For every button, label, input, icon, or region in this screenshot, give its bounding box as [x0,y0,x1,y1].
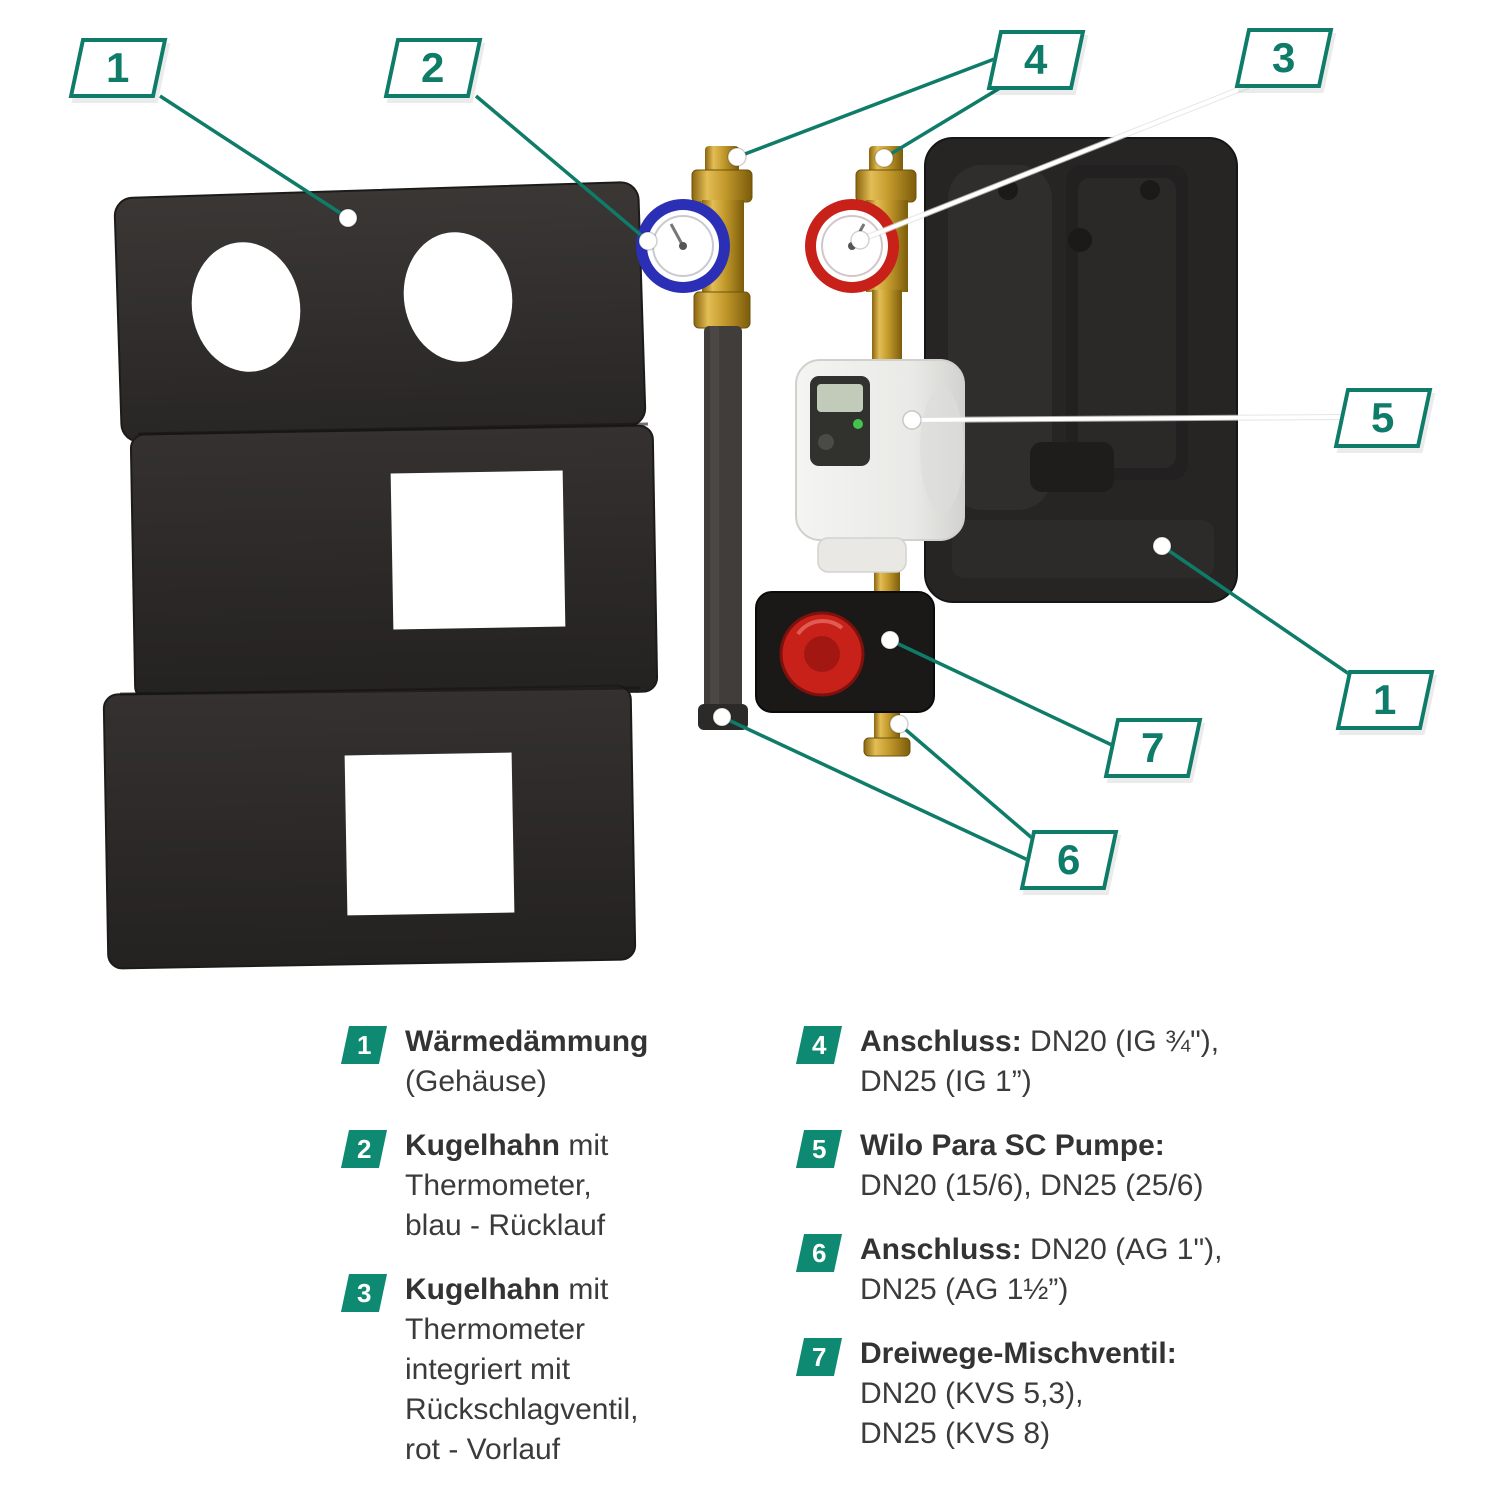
callout-number: 5 [1371,394,1395,441]
callout-number: 1 [106,44,130,91]
legend-column-left: 1 Wärmedämmung (Gehäuse) 2 Kugelhahn mit… [340,1022,765,1494]
insulation-back [924,137,1238,603]
callout-number: 6 [1057,836,1081,883]
product-illustration [102,56,1353,970]
pump [795,359,965,573]
legend-item-6: 6 Anschluss: DN20 (AG 1"), DN25 (AG 1½”) [795,1230,1360,1310]
legend-marker-2: 2 [340,1130,388,1168]
thermometer-blue [636,199,730,293]
legend-text-4: Anschluss: DN20 (IG ¾"), DN25 (IG 1”) [860,1025,1220,1098]
callout-box-7: 7 [1103,718,1203,778]
legend-marker-4: 4 [795,1026,843,1064]
return-pipe-assembly [691,146,753,730]
callout-number: 7 [1141,724,1165,771]
legend: 1 Wärmedämmung (Gehäuse) 2 Kugelhahn mit… [0,1022,1500,1500]
callout-box-5: 5 [1333,388,1433,448]
legend-column-right: 4 Anschluss: DN20 (IG ¾"), DN25 (IG 1”) … [795,1022,1360,1478]
legend-text-7: Dreiwege-Mischventil: DN20 (KVS 5,3), DN… [860,1337,1177,1450]
insulation-front [102,181,659,970]
legend-item-4: 4 Anschluss: DN20 (IG ¾"), DN25 (IG 1”) [795,1022,1360,1102]
callout-number: 1 [1373,676,1397,723]
callout-dots [338,147,1172,734]
callout-number: 3 [1272,34,1296,81]
legend-marker-3: 3 [340,1274,388,1312]
legend-marker-1: 1 [340,1026,388,1064]
legend-text-5: Wilo Para SC Pumpe: DN20 (15/6), DN25 (2… [860,1129,1204,1202]
callout-lines-light [859,84,1345,422]
legend-item-2: 2 Kugelhahn mit Thermometer, blau - Rück… [340,1126,765,1246]
legend-marker-5: 5 [795,1130,843,1168]
legend-marker-6: 6 [795,1234,843,1272]
legend-text-2: Kugelhahn mit Thermometer, blau - Rückla… [405,1129,609,1242]
callout-number: 2 [421,44,445,91]
legend-item-7: 7 Dreiwege-Mischventil: DN20 (KVS 5,3), … [795,1334,1360,1454]
callout-box-4: 4 [986,30,1086,90]
legend-marker-7: 7 [795,1338,843,1376]
thermometer-red [805,199,899,293]
callout-number: 4 [1024,36,1048,83]
callout-box-2: 2 [383,38,483,98]
legend-text-3: Kugelhahn mit Thermometer integriert mit… [405,1273,639,1466]
callout-box-1-right: 1 [1335,670,1435,730]
callout-box-1-top: 1 [68,38,168,98]
callout-lines [159,56,1353,862]
legend-item-1: 1 Wärmedämmung (Gehäuse) [340,1022,765,1102]
legend-item-5: 5 Wilo Para SC Pumpe: DN20 (15/6), DN25 … [795,1126,1360,1206]
mixing-valve [755,591,935,713]
legend-text-6: Anschluss: DN20 (AG 1"), DN25 (AG 1½”) [860,1233,1223,1306]
legend-text-1: Wärmedämmung (Gehäuse) [405,1025,649,1098]
callout-box-6: 6 [1019,830,1119,890]
legend-item-3: 3 Kugelhahn mit Thermometer integriert m… [340,1270,765,1470]
callout-box-3: 3 [1234,28,1334,88]
